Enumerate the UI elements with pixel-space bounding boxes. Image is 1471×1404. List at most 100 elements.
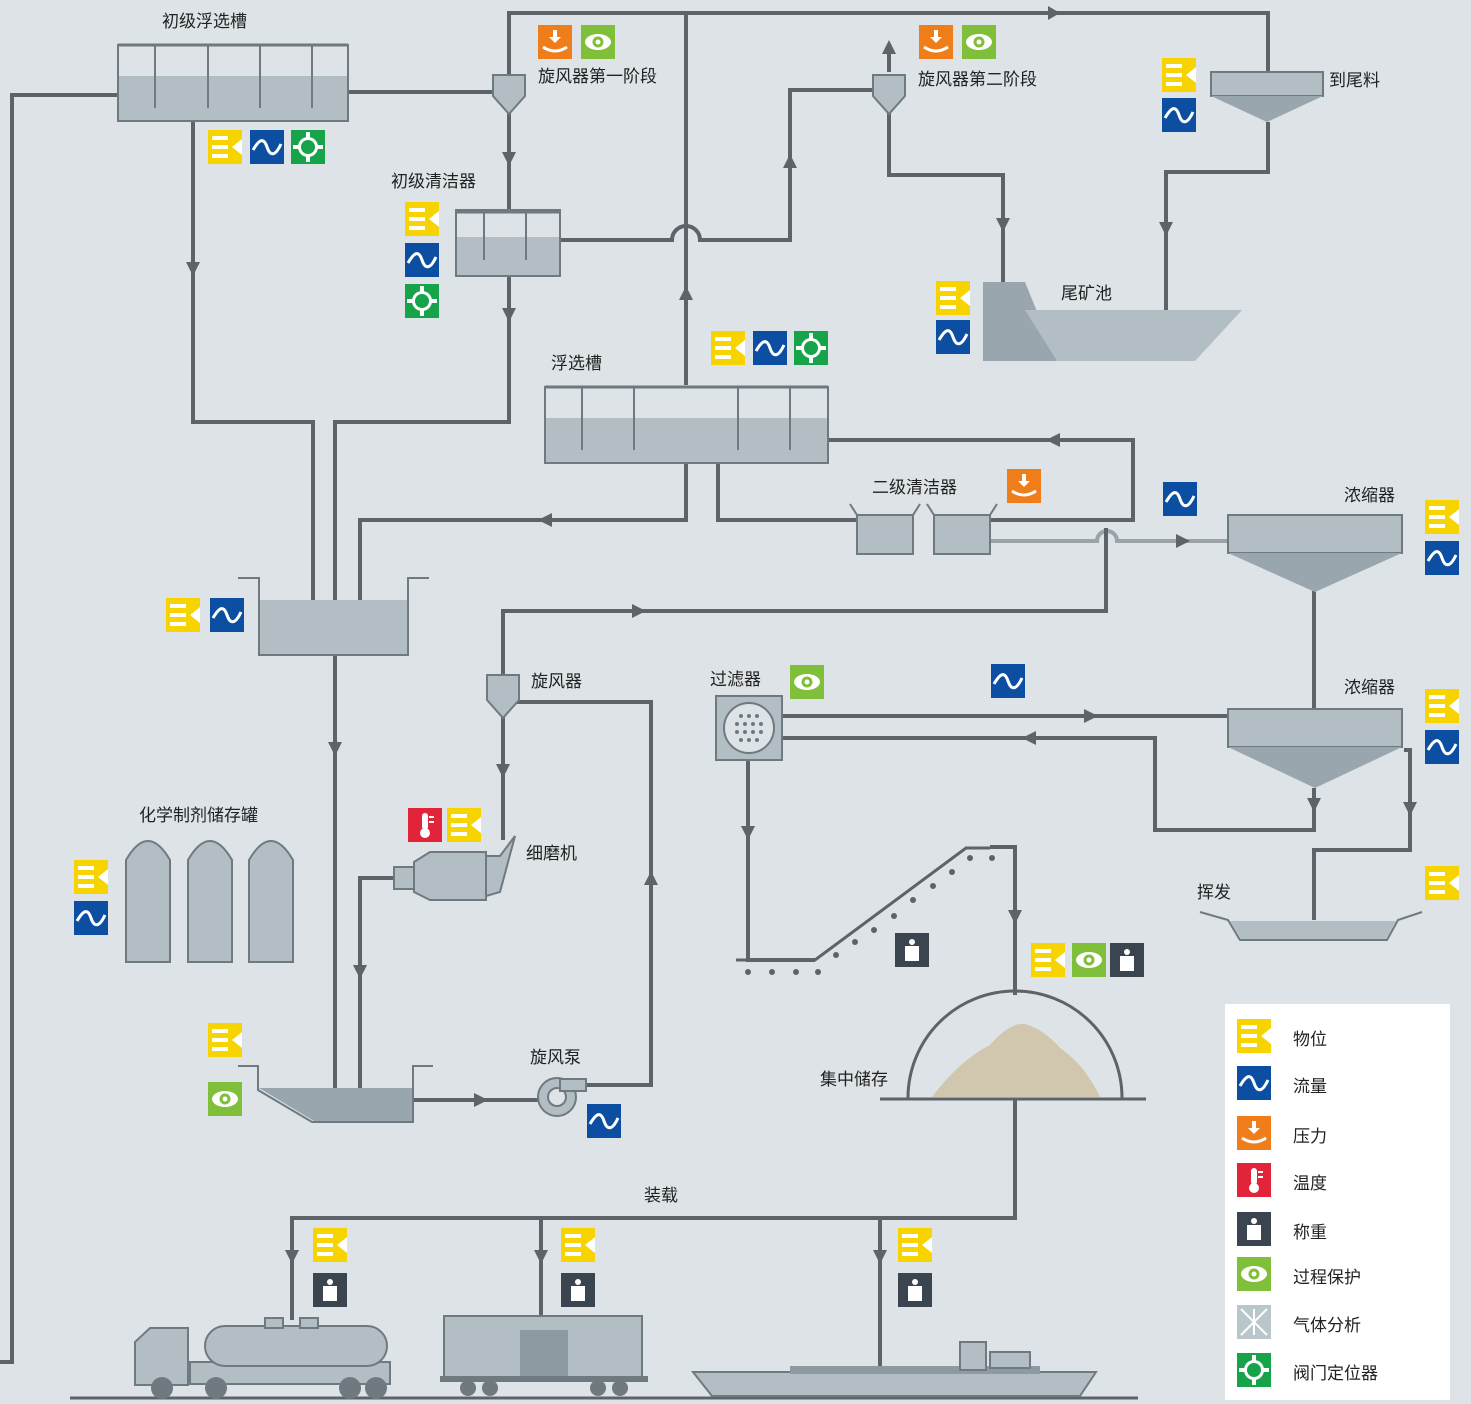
tailings-pond bbox=[983, 282, 1242, 361]
flow-icon bbox=[1160, 96, 1198, 134]
level-icon bbox=[711, 331, 745, 365]
legend-label: 压力 bbox=[1293, 1127, 1327, 1147]
process-protection-icon bbox=[208, 1082, 242, 1116]
legend-label: 物位 bbox=[1293, 1030, 1327, 1050]
level-icon bbox=[898, 1228, 932, 1262]
label-secondary-cleaner: 二级清洁器 bbox=[872, 478, 957, 498]
gas-analysis-icon bbox=[1237, 1305, 1272, 1340]
label-thickener-1: 浓缩器 bbox=[1344, 486, 1395, 506]
level-icon bbox=[1162, 58, 1196, 92]
weighing-icon bbox=[313, 1273, 347, 1307]
level-icon bbox=[1425, 866, 1459, 900]
weighing-icon bbox=[561, 1273, 595, 1307]
mixing-tank bbox=[238, 577, 429, 656]
temperature-icon bbox=[1237, 1163, 1271, 1197]
level-icon bbox=[313, 1228, 347, 1262]
legend-label: 温度 bbox=[1293, 1174, 1327, 1194]
legend-label: 流量 bbox=[1293, 1077, 1327, 1097]
thickener-1 bbox=[1227, 514, 1403, 592]
primary-cleaner bbox=[455, 209, 561, 277]
tailings-thickener bbox=[1210, 71, 1324, 122]
conveyor bbox=[736, 846, 995, 975]
evaporation-basin bbox=[1199, 911, 1423, 941]
level-icon bbox=[74, 860, 108, 894]
process-protection-icon bbox=[1072, 943, 1106, 977]
valve-positioner-icon bbox=[1237, 1353, 1271, 1387]
cyclone-pump bbox=[537, 1077, 587, 1117]
flow-icon bbox=[1161, 480, 1199, 518]
label-primary-cleaner: 初级清洁器 bbox=[391, 172, 476, 192]
cyclone-stage1 bbox=[492, 74, 526, 116]
pressure-icon bbox=[536, 23, 574, 61]
legend-item-temperature: 温度 bbox=[1225, 1161, 1450, 1201]
legend-item-level: 物位 bbox=[1225, 1017, 1450, 1057]
level-icon bbox=[1425, 500, 1459, 534]
label-evaporation: 挥发 bbox=[1197, 883, 1231, 903]
filter-unit bbox=[715, 695, 783, 761]
label-cyclone-stage1: 旋风器第一阶段 bbox=[538, 67, 657, 87]
level-icon bbox=[561, 1228, 595, 1262]
weighing-icon bbox=[898, 1273, 932, 1307]
level-icon bbox=[208, 130, 242, 164]
flow-icon bbox=[1423, 728, 1461, 766]
level-icon bbox=[1425, 689, 1459, 723]
label-thickener-2: 浓缩器 bbox=[1344, 678, 1395, 698]
flow-arrows bbox=[186, 6, 1417, 1264]
legend-label: 气体分析 bbox=[1293, 1316, 1361, 1336]
weighing-icon bbox=[1110, 943, 1144, 977]
level-icon bbox=[208, 1023, 242, 1057]
level-icon bbox=[166, 598, 200, 632]
pipes bbox=[0, 11, 1412, 1368]
primary-flotation-cell bbox=[117, 43, 349, 122]
valve-positioner-icon bbox=[291, 130, 325, 164]
label-grinder: 细磨机 bbox=[526, 844, 577, 864]
flow-icon bbox=[248, 128, 286, 166]
flow-icon bbox=[403, 241, 441, 279]
level-icon bbox=[936, 281, 970, 315]
label-cyclone-pump: 旋风泵 bbox=[530, 1048, 581, 1068]
cargo-ship bbox=[690, 1341, 1098, 1397]
label-cyclone: 旋风器 bbox=[531, 672, 582, 692]
flow-icon bbox=[1237, 1066, 1273, 1102]
flow-icon bbox=[751, 329, 789, 367]
label-tailings-pond: 尾矿池 bbox=[1061, 284, 1112, 304]
labels: 初级浮选槽 旋风器第一阶段 旋风器第二阶段 到尾料 初级清洁器 尾矿池 浮选槽 … bbox=[139, 12, 1395, 1206]
legend-label: 称重 bbox=[1293, 1223, 1327, 1243]
flow-icon bbox=[934, 318, 972, 356]
legend-label: 过程保护 bbox=[1293, 1268, 1361, 1288]
level-icon bbox=[447, 808, 481, 842]
level-icon bbox=[1031, 943, 1065, 977]
process-protection-icon bbox=[1237, 1257, 1271, 1291]
weighing-icon bbox=[895, 933, 929, 967]
legend-item-valve-positioner: 阀门定位器 bbox=[1225, 1351, 1450, 1391]
grinder bbox=[393, 835, 516, 901]
label-filter: 过滤器 bbox=[710, 670, 761, 690]
process-protection-icon bbox=[790, 665, 824, 699]
flotation-cell bbox=[544, 385, 829, 464]
chemical-storage-tanks bbox=[125, 840, 294, 963]
legend-label: 阀门定位器 bbox=[1293, 1364, 1378, 1384]
temperature-icon bbox=[408, 808, 442, 842]
label-flotation: 浮选槽 bbox=[551, 354, 602, 374]
pressure-icon bbox=[1237, 1116, 1273, 1152]
legend-item-weighing: 称重 bbox=[1225, 1210, 1450, 1250]
label-primary-flotation: 初级浮选槽 bbox=[162, 12, 247, 32]
pressure-icon bbox=[1005, 467, 1043, 505]
label-chemical-storage: 化学制剂储存罐 bbox=[139, 806, 258, 826]
process-protection-icon bbox=[581, 25, 615, 59]
pressure-icon bbox=[917, 23, 955, 61]
cyclone bbox=[486, 674, 520, 720]
label-loading: 装载 bbox=[644, 1186, 678, 1206]
valve-positioner-icon bbox=[405, 284, 439, 318]
central-storage-dome bbox=[880, 989, 1146, 1101]
flow-icon bbox=[585, 1102, 623, 1140]
label-central-storage: 集中储存 bbox=[820, 1070, 888, 1090]
legend-item-flow: 流量 bbox=[1225, 1064, 1450, 1104]
level-icon bbox=[405, 202, 439, 236]
process-protection-icon bbox=[962, 25, 996, 59]
settling-tank bbox=[238, 1065, 433, 1123]
secondary-cleaner bbox=[849, 503, 998, 555]
legend-item-gas-analysis: 气体分析 bbox=[1225, 1303, 1450, 1343]
legend: 物位 流量 压力 温度 称重 过程保护 气体分析 阀门定位器 bbox=[1225, 1004, 1450, 1400]
